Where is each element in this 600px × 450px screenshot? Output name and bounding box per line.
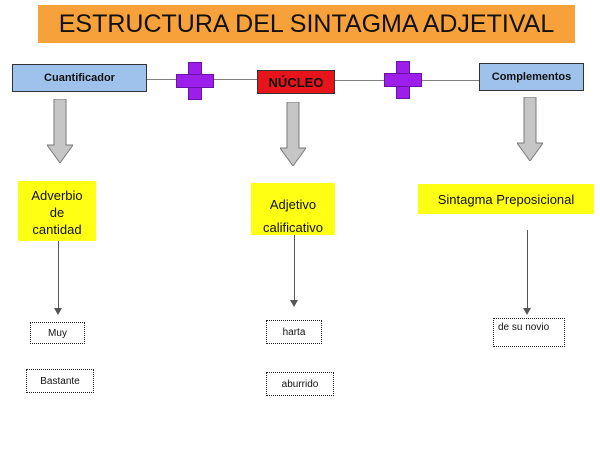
plus-icon — [176, 62, 214, 100]
complementos-box: Complementos — [479, 63, 584, 91]
sintagma-preposicional-box: Sintagma Preposicional — [418, 184, 594, 214]
adverbio-label-line: cantidad — [32, 222, 82, 237]
adverbio-de-cantidad-box: Adverbio de cantidad — [18, 181, 96, 241]
nucleo-box: NÚCLEO — [257, 70, 335, 94]
adverbio-label-line: de — [49, 205, 65, 220]
diagram-title: ESTRUCTURA DEL SINTAGMA ADJETIVAL — [38, 5, 575, 43]
adjetivo-label-line: calificativo — [263, 220, 323, 235]
plus-icon — [384, 61, 422, 99]
adjetivo-label-line: Adjetivo — [269, 197, 317, 212]
example-connector-line — [527, 230, 528, 309]
example-connector-line — [294, 235, 295, 301]
example-muy: Muy — [30, 322, 85, 344]
down-arrow-icon — [47, 99, 73, 163]
adverbio-label-line: Adverbio — [31, 188, 83, 203]
example-aburrido: aburrido — [266, 372, 334, 396]
example-harta: harta — [266, 320, 322, 344]
arrow-head-icon — [290, 300, 298, 307]
down-arrow-icon — [517, 97, 543, 161]
example-bastante: Bastante — [26, 369, 94, 393]
arrow-head-icon — [54, 308, 62, 315]
arrow-head-icon — [523, 308, 531, 315]
cuantificador-box: Cuantificador — [12, 64, 147, 92]
down-arrow-icon — [280, 102, 306, 166]
example-connector-line — [58, 241, 59, 309]
example-de-su-novio: de su novio — [493, 318, 565, 347]
adjetivo-calificativo-box: Adjetivo calificativo — [251, 183, 335, 235]
